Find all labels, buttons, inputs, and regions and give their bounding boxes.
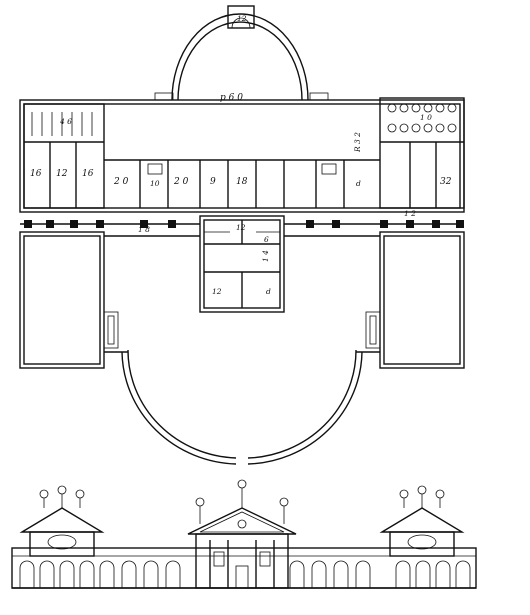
lower-wings — [19, 231, 465, 369]
label-left-room-b: 12 — [56, 169, 68, 179]
label-court-top: p 6 0 — [220, 93, 243, 103]
room-labels: 12 p 6 0 1 0 R 3 2 4 6 16 12 16 2 0 10 2… — [30, 14, 452, 296]
label-apse: 12 — [237, 14, 247, 23]
label-room-18: 18 — [236, 177, 248, 187]
label-center-d: d — [266, 287, 271, 296]
label-center-12: 12 — [236, 223, 246, 232]
label-left-hall: 4 6 — [59, 117, 72, 126]
label-corridor-right: 1 2 — [404, 209, 416, 218]
label-left-room-a: 16 — [30, 169, 42, 179]
label-col-upper-right: 1 0 — [420, 113, 432, 122]
label-corridor-left: 1 8 — [138, 225, 150, 234]
label-room-20b: 2 0 — [173, 177, 189, 187]
floor-plan: 12 p 6 0 1 0 R 3 2 4 6 16 12 16 2 0 10 2… — [19, 5, 465, 465]
left-pavilion — [19, 485, 105, 557]
right-pavilion — [379, 485, 465, 557]
label-left-room-c: 16 — [82, 169, 94, 179]
left-hall-columns — [31, 112, 93, 136]
label-center-6: 6 — [264, 235, 269, 244]
label-center-12b: 12 — [212, 287, 222, 296]
label-room-10: 10 — [150, 179, 160, 188]
label-room-d: d — [356, 179, 361, 188]
label-right-room: 32 — [440, 177, 452, 187]
label-room-20a: 2 0 — [113, 177, 129, 187]
corridor — [20, 220, 464, 228]
label-room-9: 9 — [210, 177, 216, 187]
label-center-14: 1 4 — [261, 250, 270, 262]
central-block — [199, 215, 285, 313]
right-hall-columns — [387, 103, 457, 133]
elevation — [11, 479, 477, 589]
arcade-wings — [11, 547, 477, 589]
upper-block — [19, 97, 465, 213]
central-temple-front — [187, 479, 297, 589]
lower-court — [121, 349, 363, 465]
label-dim-mid: R 3 2 — [353, 132, 362, 153]
